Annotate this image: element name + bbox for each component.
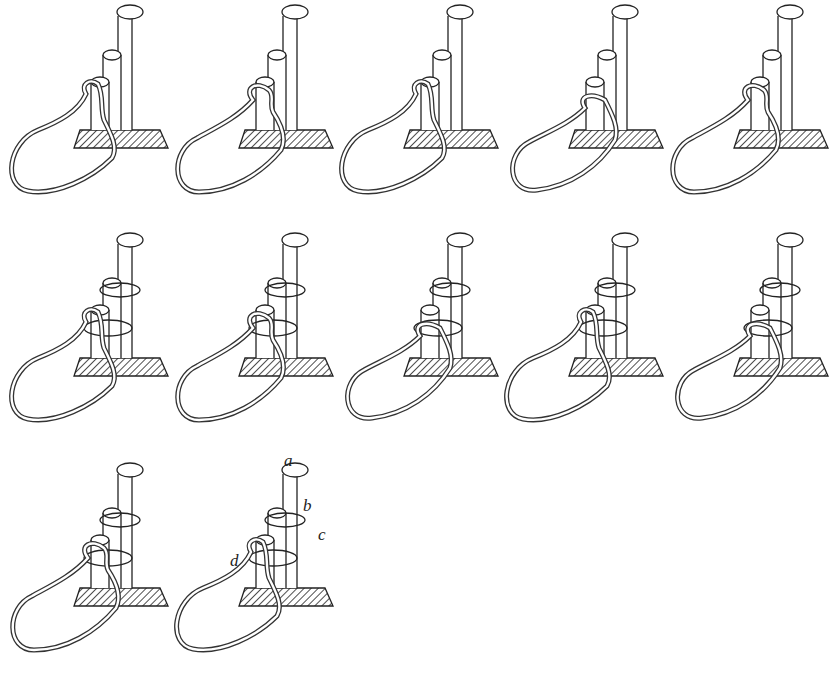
part-letter: b — [303, 497, 312, 514]
part-letter: c — [318, 526, 326, 543]
part-letter: a — [284, 452, 293, 469]
part-letter: d — [230, 552, 239, 569]
